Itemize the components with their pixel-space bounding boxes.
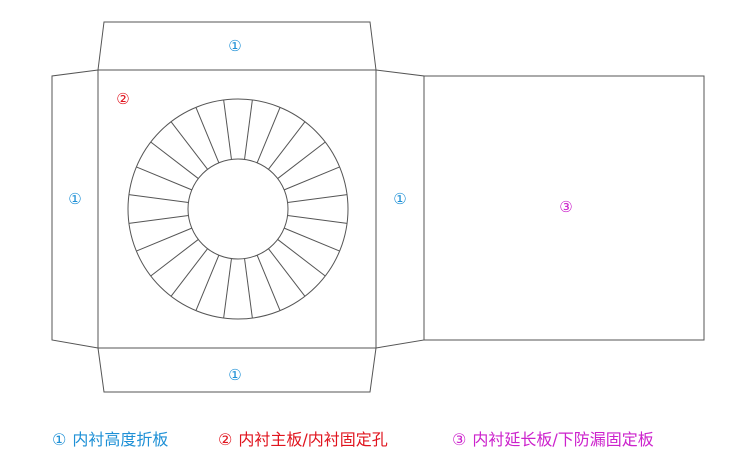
left-fold-label: ① [68,190,81,208]
ring-slot-line [256,254,281,311]
ring-slot-line [277,239,326,277]
legend-text: 内衬延长板/下防漏固定板 [472,430,654,449]
ring-slot-line [268,248,306,297]
right-fold-label: ① [393,190,406,208]
ring-slot-line [283,166,340,191]
extension-panel [423,75,705,341]
legend-item-extension-panel: ③ 内衬延长板/下防漏固定板 [452,426,654,450]
ring-slot-line [223,99,232,160]
ring-slot-line [287,215,348,224]
ring-slot-line [283,227,340,252]
ring-slot-line [223,258,232,319]
legend-number: ② [218,430,233,449]
ring-slot-line [150,239,199,277]
ring-slot-line [136,166,193,191]
fixing-hole-ring [127,98,349,320]
panel-outlines [51,21,705,393]
ring-slot-line [136,227,193,252]
ring-slot-line [170,121,208,170]
ring-slot-line [256,107,281,164]
ring-slot-line [195,107,220,164]
panel-labels: ① ① ① ① ② ③ [68,37,572,384]
bottom-fold-flap [97,347,377,393]
legend-text: 内衬主板/内衬固定孔 [238,430,388,449]
ring-slot-line [170,248,208,297]
bottom-fold-label: ① [228,366,241,384]
extension-panel-label: ③ [559,198,572,216]
legend-item-height-fold: ① 内衬高度折板 [52,426,168,450]
ring-slot-line [128,194,189,203]
legend-text: 内衬高度折板 [72,430,169,449]
outer-circle [127,98,349,320]
left-fold-flap [51,69,99,349]
legend-number: ③ [452,430,467,449]
dieline-diagram: ① ① ① ① ② ③ [51,21,705,393]
legend: ① 内衬高度折板 ② 内衬主板/内衬固定孔 ③ 内衬延长板/下防漏固定板 [0,426,750,450]
right-fold-flap [375,69,425,349]
top-fold-flap [97,21,377,71]
ring-slot-line [150,141,199,179]
top-fold-label: ① [228,37,241,55]
ring-slot-line [244,99,253,160]
ring-slot-line [268,121,306,170]
ring-slot-line [244,258,253,319]
ring-slot-line [128,215,189,224]
inner-hole [187,158,289,260]
ring-slot-line [287,194,348,203]
legend-number: ① [52,430,67,449]
ring-slot-line [277,141,326,179]
main-panel-label: ② [116,90,129,108]
main-panel [97,69,377,349]
ring-slot-line [195,254,220,311]
legend-item-main-panel: ② 内衬主板/内衬固定孔 [218,426,388,450]
